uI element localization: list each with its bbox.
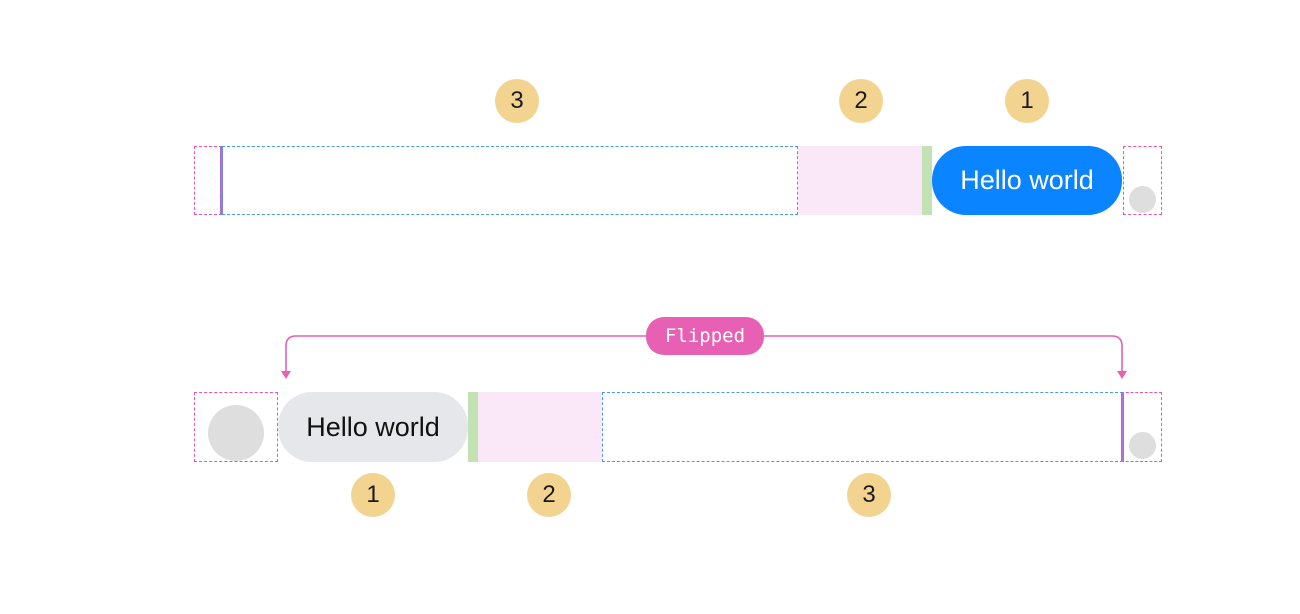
flipped-label: Flipped [646, 317, 764, 355]
flip-arrow-left-head [281, 371, 291, 379]
bottom-badge-1: 1 [351, 473, 395, 517]
top-gap [922, 146, 932, 215]
top-trailing-slot [1123, 146, 1162, 215]
top-flexible-space [222, 146, 798, 215]
top-badge-2: 2 [839, 79, 883, 123]
bottom-avatar-large [208, 405, 264, 461]
top-message-bubble: Hello world [932, 146, 1122, 215]
flip-arrow-left-line [285, 335, 647, 372]
flip-arrow-right-line [762, 335, 1123, 372]
top-badge-1: 1 [1005, 79, 1049, 123]
bottom-badge-3: 3 [847, 473, 891, 517]
bottom-avatar-small [1129, 432, 1156, 459]
top-badge-3: 3 [495, 79, 539, 123]
bottom-spacer [478, 392, 602, 462]
bottom-badge-2: 2 [527, 473, 571, 517]
top-avatar-small [1129, 186, 1156, 213]
bottom-trailing-slot-edge [1121, 392, 1124, 462]
bottom-leading-slot [194, 392, 278, 462]
bottom-flexible-space [602, 392, 1123, 462]
bottom-gap [468, 392, 478, 462]
flip-arrow-right-head [1117, 371, 1127, 379]
top-leading-slot-edge [220, 146, 223, 215]
top-spacer [798, 146, 922, 215]
bottom-message-bubble: Hello world [278, 392, 468, 462]
